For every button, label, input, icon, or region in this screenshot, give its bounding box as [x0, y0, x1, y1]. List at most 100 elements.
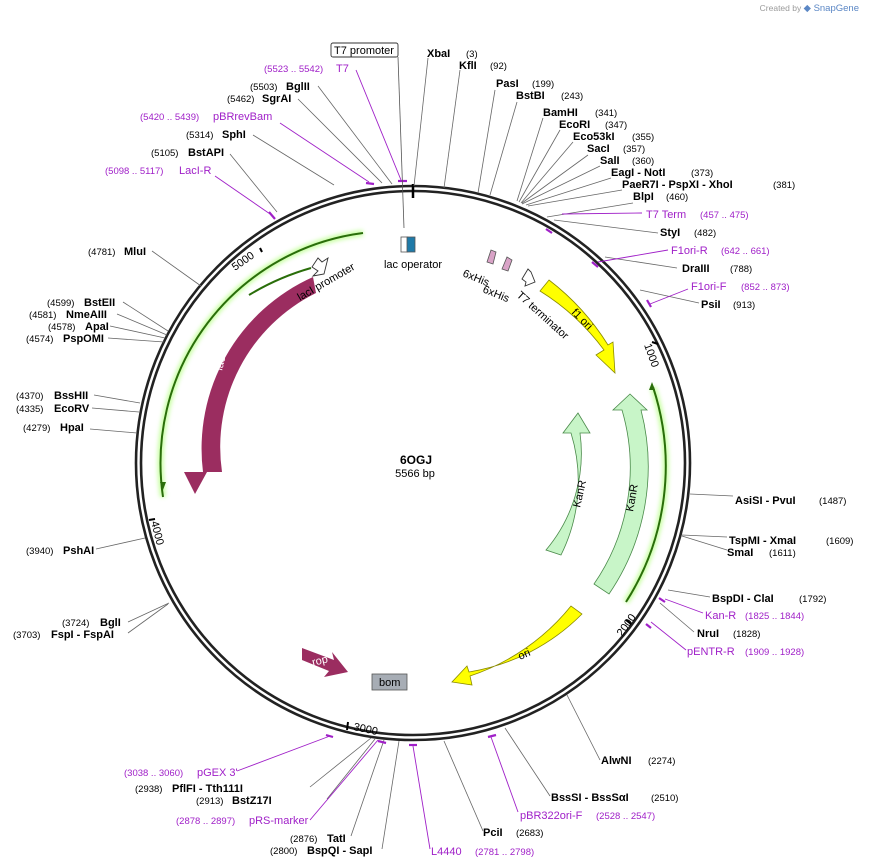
enzyme-tati[interactable]: TatI — [327, 833, 346, 845]
enzyme-alwni[interactable]: AlwNI — [601, 755, 632, 767]
enzyme-bsteii[interactable]: BstEII — [84, 297, 115, 309]
enzyme-pspomi[interactable]: PspOMI — [63, 333, 104, 345]
enzyme-fspi-fspai[interactable]: FspI - FspAI — [51, 629, 114, 641]
enzyme-eco53ki[interactable]: Eco53kI — [573, 131, 615, 143]
enzyme-pshai[interactable]: PshAI — [63, 545, 94, 557]
enzyme-nrui-pos: (1828) — [733, 629, 760, 640]
enzyme-ecorv[interactable]: EcoRV — [54, 403, 90, 415]
primer-pgex3[interactable]: pGEX 3' — [197, 767, 238, 779]
enzyme-pspomi-pos: (4574) — [26, 334, 53, 345]
enzyme-sali-pos: (360) — [632, 156, 654, 167]
t7-promoter-callout[interactable]: T7 promoter — [330, 42, 405, 229]
enzyme-tspmi-xmai-pos: (1609) — [826, 536, 853, 547]
feature-ori[interactable] — [451, 605, 583, 686]
primer-f1ori-r[interactable]: F1ori-R — [671, 245, 708, 257]
enzyme-pcii[interactable]: PciI — [483, 827, 503, 839]
primer-pbr322ori-f[interactable]: pBR322ori-F — [520, 810, 583, 822]
primer-prs-marker[interactable]: pRS-marker — [249, 815, 309, 827]
snapgene-credit: Created by ◆ SnapGene — [760, 3, 859, 14]
primer-arcs — [157, 230, 669, 604]
enzyme-smai-pos: (1611) — [769, 548, 796, 559]
primer-l4440[interactable]: L4440 — [431, 846, 462, 858]
enzyme-bsshii[interactable]: BssHII — [54, 390, 88, 402]
enzyme-asisi-pvui[interactable]: AsiSI - PvuI — [735, 495, 796, 507]
feature-laci[interactable] — [184, 265, 316, 495]
primer-pbr322ori-f-range: (2528 .. 2547) — [596, 811, 655, 822]
enzyme-bstapi[interactable]: BstAPI — [188, 147, 224, 159]
enzyme-sphi-pos: (5314) — [186, 130, 213, 141]
primer-laci-r[interactable]: LacI-R — [179, 165, 211, 177]
tick-4000: 4000 — [148, 520, 166, 547]
credit-brand: SnapGene — [813, 3, 859, 14]
enzyme-styi[interactable]: StyI — [660, 227, 680, 239]
primer-labels: T7 (5523 .. 5542) pBRrevBam (5420 .. 543… — [105, 63, 804, 858]
feature-bom[interactable] — [371, 673, 408, 691]
enzyme-sali[interactable]: SalI — [600, 155, 620, 167]
enzyme-bstbi[interactable]: BstBI — [516, 90, 545, 102]
feature-6xhis-1[interactable] — [486, 249, 497, 265]
enzyme-bamhi[interactable]: BamHI — [543, 107, 578, 119]
enzyme-eagi-noti-pos: (373) — [691, 168, 713, 179]
enzyme-apai[interactable]: ApaI — [85, 321, 109, 333]
feature-rop[interactable] — [302, 648, 348, 677]
tick-marks — [148, 247, 659, 731]
feature-laci-promoter[interactable] — [311, 256, 329, 277]
enzyme-eco53ki-pos: (355) — [632, 132, 654, 143]
enzyme-bsshii-pos: (4370) — [16, 391, 43, 402]
enzyme-bspdi-clai[interactable]: BspDI - ClaI — [712, 593, 774, 605]
primer-pbrrevbam[interactable]: pBRrevBam — [213, 111, 272, 123]
primer-t7[interactable]: T7 — [336, 63, 349, 75]
credit-prefix: Created by — [759, 3, 802, 13]
feature-kanr-inner[interactable] — [545, 412, 591, 556]
enzyme-psii[interactable]: PsiI — [701, 299, 721, 311]
enzyme-bspqi-sapi[interactable]: BspQI - SapI — [307, 845, 372, 857]
enzyme-mlui-pos: (4781) — [88, 247, 115, 258]
enzyme-sphi[interactable]: SphI — [222, 129, 246, 141]
enzyme-saci[interactable]: SacI — [587, 143, 610, 155]
enzyme-eagi-noti[interactable]: EagI - NotI — [611, 167, 665, 179]
enzyme-bstapi-pos: (5105) — [151, 148, 178, 159]
enzyme-mlui[interactable]: MluI — [124, 246, 146, 258]
enzyme-ecori[interactable]: EcoRI — [559, 119, 590, 131]
feature-lac-operator[interactable] — [400, 236, 416, 253]
primer-prs-marker-range: (2878 .. 2897) — [176, 816, 235, 827]
enzyme-hpai[interactable]: HpaI — [60, 422, 84, 434]
enzyme-xbai[interactable]: XbaI — [427, 48, 450, 60]
enzyme-bgli[interactable]: BglI — [100, 617, 121, 629]
enzyme-ecori-pos: (347) — [605, 120, 627, 131]
primer-pentr-r[interactable]: pENTR-R — [687, 646, 735, 658]
enzyme-paer7i-xhoi[interactable]: PaeR7I - PspXI - XhoI — [622, 179, 733, 191]
feature-f1-ori[interactable] — [539, 279, 616, 374]
enzyme-pasi[interactable]: PasI — [496, 78, 519, 90]
t7-promoter-label: T7 promoter — [334, 45, 394, 57]
rop-label: rop — [311, 653, 329, 668]
enzyme-nmeaiii[interactable]: NmeAIII — [66, 309, 107, 321]
enzyme-bstz17i[interactable]: BstZ17I — [232, 795, 272, 807]
enzyme-sgrai-pos: (5462) — [227, 94, 254, 105]
enzyme-bsssi-pos: (2510) — [651, 793, 678, 804]
enzyme-hpai-pos: (4279) — [23, 423, 50, 434]
enzyme-bspqi-sapi-pos: (2800) — [270, 846, 297, 857]
enzyme-sgrai[interactable]: SgrAI — [262, 93, 291, 105]
lac-operator-label: lac operator — [384, 259, 442, 271]
enzyme-blpi[interactable]: BlpI — [633, 191, 654, 203]
enzyme-pflfi-tth111i-pos: (2938) — [135, 784, 162, 795]
enzyme-smai[interactable]: SmaI — [727, 547, 753, 559]
enzyme-pflfi-tth111i[interactable]: PflFI - Tth111I — [172, 783, 243, 795]
enzyme-pcii-pos: (2683) — [516, 828, 543, 839]
feature-t7-terminator[interactable] — [521, 268, 536, 287]
enzyme-tspmi-xmai[interactable]: TspMI - XmaI — [729, 535, 796, 547]
enzyme-bglii[interactable]: BglII — [286, 81, 310, 93]
primer-t7-term[interactable]: T7 Term — [646, 209, 686, 221]
enzyme-blpi-pos: (460) — [666, 192, 688, 203]
enzyme-bsssi[interactable]: BssSI - BssSαI — [551, 792, 629, 804]
enzyme-kfli[interactable]: KflI — [459, 60, 477, 72]
enzyme-nrui[interactable]: NruI — [697, 628, 719, 640]
bom-label: bom — [379, 677, 400, 689]
feature-6xhis-2[interactable] — [501, 256, 513, 272]
plasmid-size: 5566 bp — [395, 468, 435, 480]
primer-kan-r[interactable]: Kan-R — [705, 610, 736, 622]
feature-kanr-outer[interactable] — [593, 393, 649, 595]
enzyme-draiii[interactable]: DraIII — [682, 263, 710, 275]
primer-f1ori-f[interactable]: F1ori-F — [691, 281, 727, 293]
